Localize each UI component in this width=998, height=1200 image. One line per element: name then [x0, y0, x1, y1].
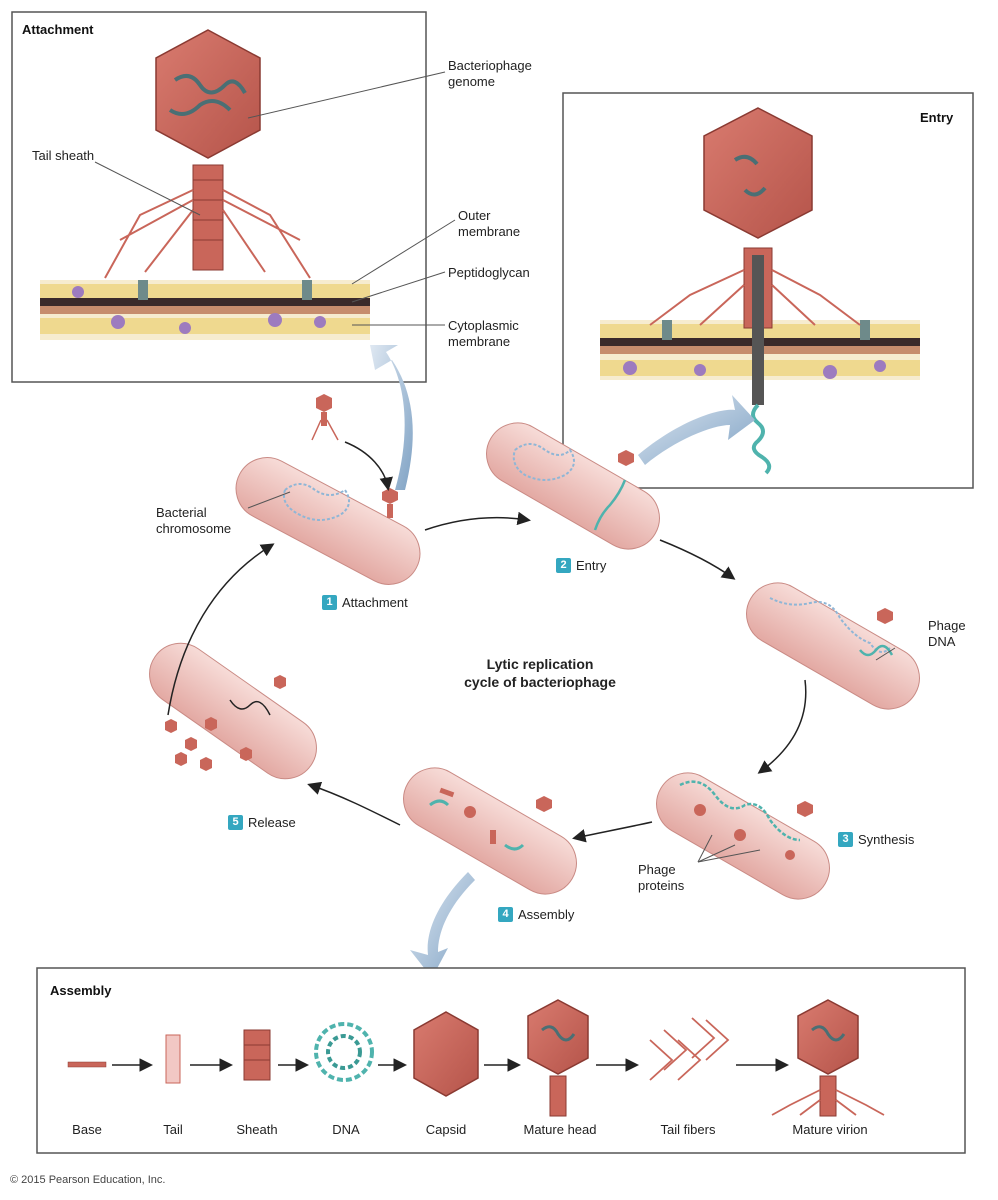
cytoplasmic-membrane-label: Cytoplasmic membrane	[448, 318, 519, 350]
phage-proteins-line1: Phage	[638, 862, 676, 877]
cycle-arrows	[167, 511, 807, 843]
step-synthesis: 3 Synthesis	[838, 832, 914, 847]
stage-tail-fibers-label: Tail fibers	[660, 1122, 716, 1137]
step-4-badge: 4	[498, 907, 513, 922]
stage-mature-head-label: Mature head	[523, 1122, 597, 1137]
tail-sheath-label: Tail sheath	[32, 148, 95, 163]
phage-proteins-leaders	[697, 834, 761, 863]
bacterium-synthesis	[656, 772, 830, 900]
stage-mature-virion-label: Mature virion	[792, 1122, 868, 1137]
cytoplasmic-membrane-line2: membrane	[448, 334, 511, 349]
bacterium-release	[149, 642, 317, 780]
bacterial-chromosome-line1: Bacterial	[156, 505, 207, 520]
step-5-badge: 5	[228, 815, 243, 830]
stage-sheath-label: Sheath	[236, 1122, 278, 1137]
phage-proteins-line2: proteins	[638, 878, 685, 893]
step-5-label: Release	[248, 815, 296, 830]
bacterium-synthesis-early	[746, 582, 920, 710]
step-1-badge: 1	[322, 595, 337, 610]
attachment-panel-title: Attachment	[22, 22, 94, 37]
copyright-text: © 2015 Pearson Education, Inc.	[10, 1174, 166, 1186]
blue-arrow-to-attachment	[370, 345, 413, 490]
step-4-label: Assembly	[518, 907, 575, 922]
floating-phage	[311, 394, 339, 441]
blue-arrow-to-entry	[638, 395, 755, 465]
step-2-label: Entry	[576, 558, 607, 573]
step-3-badge: 3	[838, 832, 853, 847]
bacterium-assembly	[403, 767, 577, 895]
bacterial-chromosome-line2: chromosome	[156, 521, 232, 536]
phage-proteins-label: Phage proteins	[638, 862, 684, 894]
genome-label-line2: genome	[448, 74, 495, 89]
phage-dna-label: Phage DNA	[928, 618, 966, 650]
attachment-leaders	[94, 71, 456, 326]
step-entry: 2 Entry	[556, 558, 606, 573]
peptidoglycan-label: Peptidoglycan	[448, 265, 530, 280]
attach-approach-arrow	[344, 441, 393, 491]
phage-dna-leader	[875, 647, 896, 661]
assembly-stage-graphics	[67, 999, 885, 1117]
step-2-badge: 2	[556, 558, 571, 573]
bacterial-chromosome-label: Bacterial chromosome	[156, 505, 231, 537]
attachment-membrane	[40, 280, 370, 340]
genome-label: Bacteriophage genome	[448, 58, 532, 90]
step-attachment: 1 Attachment	[322, 595, 408, 610]
genome-label-line1: Bacteriophage	[448, 58, 532, 73]
step-1-label: Attachment	[342, 595, 408, 610]
stage-dna-label: DNA	[332, 1122, 360, 1137]
assembly-panel-title: Assembly	[50, 983, 112, 998]
outer-membrane-label: Outer membrane	[458, 208, 520, 240]
step-release: 5 Release	[228, 815, 296, 830]
entry-panel-title: Entry	[920, 110, 954, 125]
phage-dna-line1: Phage	[928, 618, 966, 633]
bacterium-attachment	[235, 457, 421, 585]
outer-membrane-line2: membrane	[458, 224, 521, 239]
step-assembly: 4 Assembly	[498, 907, 574, 922]
cycle-title-line2: cycle of bacteriophage	[464, 674, 616, 690]
step-3-label: Synthesis	[858, 832, 915, 847]
entry-phage	[649, 107, 861, 475]
outer-membrane-line1: Outer	[458, 208, 491, 223]
chromosome-leader	[247, 491, 291, 509]
cytoplasmic-membrane-line1: Cytoplasmic	[448, 318, 519, 333]
stage-capsid-label: Capsid	[425, 1122, 467, 1137]
cycle-title-line1: Lytic replication	[486, 656, 594, 672]
attachment-phage	[104, 29, 311, 279]
stage-base-label: Base	[72, 1122, 102, 1137]
blue-arrow-to-assembly	[410, 872, 475, 978]
bacterium-entry	[486, 422, 660, 550]
stage-tail-label: Tail	[163, 1122, 183, 1137]
phage-dna-line2: DNA	[928, 634, 956, 649]
cycle-title: Lytic replication cycle of bacteriophage	[440, 655, 640, 691]
